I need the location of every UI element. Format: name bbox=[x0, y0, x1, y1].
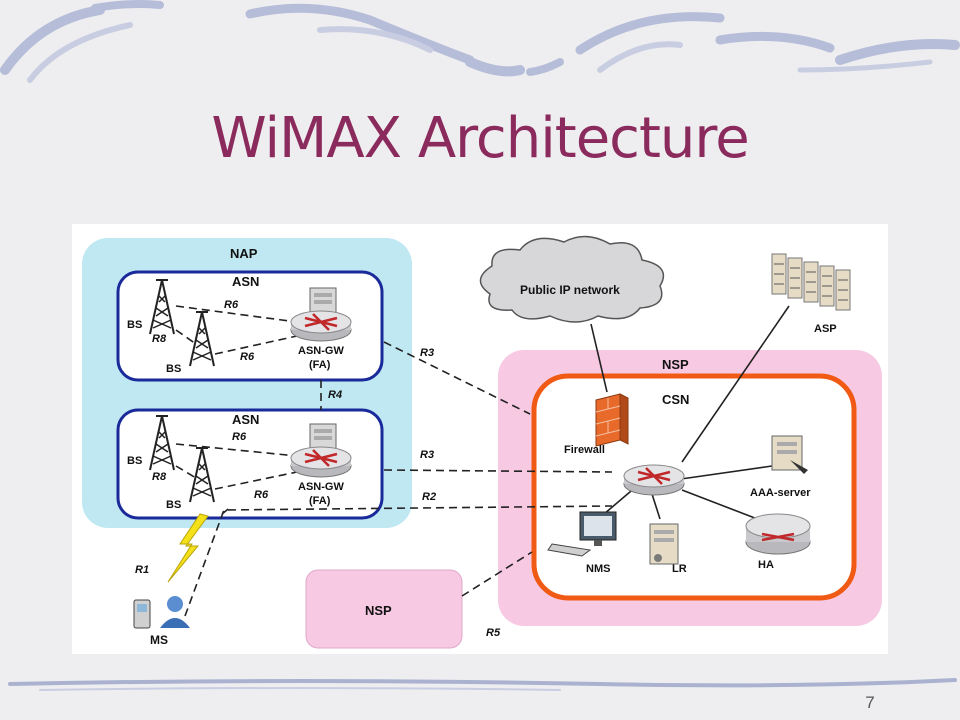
firewall-icon bbox=[595, 393, 629, 447]
bs-label-3: BS bbox=[127, 455, 142, 467]
page-number: 7 bbox=[865, 693, 875, 712]
r6-label-4: R6 bbox=[254, 489, 269, 501]
lr-label: LR bbox=[672, 563, 687, 575]
firewall-label: Firewall bbox=[564, 444, 605, 456]
reference-links bbox=[175, 305, 613, 617]
r6-label-1: R6 bbox=[224, 299, 239, 311]
public-ip-label: Public IP network bbox=[520, 283, 620, 297]
asn-top-label: ASN bbox=[232, 274, 259, 289]
fa-top-label: (FA) bbox=[309, 359, 331, 371]
r5-label: R5 bbox=[486, 627, 501, 639]
bs-label-4: BS bbox=[166, 499, 181, 511]
bs-label-2: BS bbox=[166, 363, 181, 375]
r1-label: R1 bbox=[135, 564, 149, 576]
csn-label: CSN bbox=[662, 392, 689, 407]
r6-label-2: R6 bbox=[240, 351, 255, 363]
r8-label-2: R8 bbox=[152, 471, 167, 483]
r4-label: R4 bbox=[328, 389, 342, 401]
decorative-swooshes bbox=[0, 0, 960, 691]
nap-label: NAP bbox=[230, 246, 258, 261]
aaa-server-icon bbox=[771, 435, 808, 474]
ha-router-icon bbox=[745, 513, 811, 555]
router-icon bbox=[622, 463, 686, 497]
mobile-phone-icon bbox=[133, 599, 151, 629]
cloud-icon bbox=[479, 235, 665, 323]
nsp-small-box bbox=[305, 569, 463, 649]
nsp-label: NSP bbox=[662, 357, 689, 372]
nsp-small-label: NSP bbox=[365, 603, 392, 618]
ms-label: MS bbox=[150, 633, 168, 647]
r3-label-1: R3 bbox=[420, 347, 434, 359]
wimax-architecture-diagram: NAP ASN ASN NSP CSN NSP BS BS bbox=[72, 224, 888, 654]
fa-bottom-label: (FA) bbox=[309, 495, 331, 507]
r8-label-1: R8 bbox=[152, 333, 167, 345]
user-icon bbox=[160, 596, 190, 628]
asp-label: ASP bbox=[814, 323, 837, 335]
lightning-icon bbox=[167, 513, 209, 583]
r6-label-3: R6 bbox=[232, 431, 247, 443]
asn-gw-top-label: ASN-GW bbox=[298, 345, 344, 357]
computer-icon bbox=[547, 511, 617, 557]
asn-bottom-label: ASN bbox=[232, 412, 259, 427]
csn-links bbox=[590, 305, 790, 521]
r3-label-2: R3 bbox=[420, 449, 434, 461]
server-icon bbox=[649, 523, 679, 565]
nms-label: NMS bbox=[586, 563, 610, 575]
server-rack-icon bbox=[771, 253, 851, 311]
r2-label: R2 bbox=[422, 491, 436, 503]
bs-label-1: BS bbox=[127, 319, 142, 331]
asn-gw-bottom-label: ASN-GW bbox=[298, 481, 344, 493]
ha-label: HA bbox=[758, 559, 774, 571]
aaa-label: AAA-server bbox=[750, 487, 811, 499]
slide-title: WiMAX Architecture bbox=[211, 106, 749, 171]
